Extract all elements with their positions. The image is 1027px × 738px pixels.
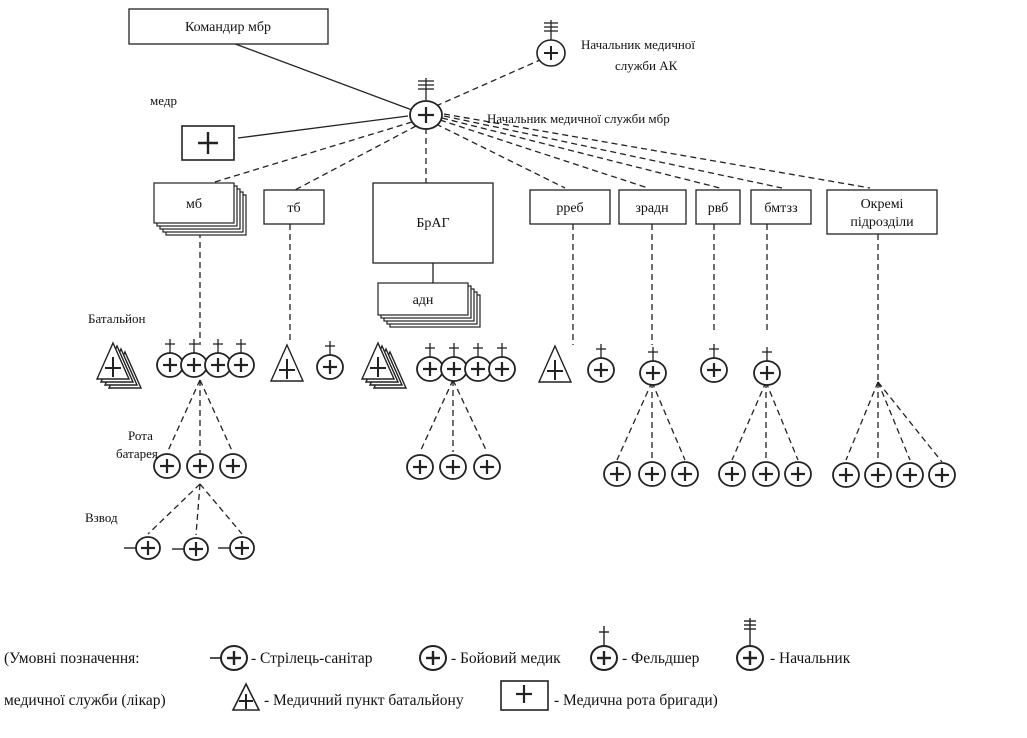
rvb-label: рвб [708, 201, 729, 216]
okremi-label-line1: Окремі [861, 197, 904, 212]
paramedic-icon [753, 347, 781, 386]
line-medr-to-head [237, 115, 409, 139]
rifleman-icon [218, 536, 255, 560]
head-mbr-node [409, 78, 443, 130]
chief-icon [735, 616, 765, 676]
line-commander-to-head [229, 41, 413, 111]
paramedic-icon [156, 339, 184, 378]
legend: (Умовні позначення: - Стрілець-санітар -… [4, 618, 1022, 720]
organization-diagram: Командир мбр Начальник медичної служби А… [85, 8, 956, 561]
head-ak-label-line1: Начальник медичної [581, 37, 695, 52]
rifleman-icon [124, 536, 161, 560]
rvb-box: рвб [695, 189, 741, 225]
brigade-company-icon [500, 680, 550, 712]
battalion-level-label: Батальйон [88, 311, 145, 326]
commander-label: Командир мбр [185, 20, 271, 35]
dashed-lines [147, 59, 943, 536]
combat-medic-icon [864, 462, 892, 488]
combat-medic-icon [928, 462, 956, 488]
paramedic-icon [227, 339, 255, 378]
platoon-level-label: Взвод [85, 510, 118, 525]
combat-medic-icon [439, 454, 467, 480]
head-ak-label-line2: служби АК [615, 58, 678, 73]
battalion-medical-point-icon [537, 344, 573, 383]
combat-medic-icon [153, 453, 181, 479]
zradn-label: зрадн [635, 201, 669, 216]
paramedic-icon [316, 341, 344, 380]
legend-paramedic-text: - Фельдшер [622, 650, 700, 667]
battalion-medical-point-icon [95, 341, 143, 389]
paramedic-icon [416, 343, 444, 382]
combat-medic-icon [406, 454, 434, 480]
mb-label: мб [186, 197, 202, 212]
combat-medic-icon [473, 454, 501, 480]
combat-medic-icon [718, 461, 746, 487]
paramedic-icon [204, 339, 232, 378]
head-mbr-label: Начальник медичної служби мбр [487, 111, 670, 126]
brag-label: БрАГ [416, 216, 449, 231]
adn-box [377, 282, 481, 328]
mb-box [153, 182, 247, 236]
paramedic-icon [639, 347, 667, 386]
combat-medic-icon [896, 462, 924, 488]
paramedic-icon [464, 343, 492, 382]
paramedic-icon [589, 624, 619, 676]
paramedic-icon [587, 344, 615, 383]
paramedic-icon [180, 339, 208, 378]
legend-open: (Умовні позначення: [4, 650, 140, 667]
medr-label: медр [150, 93, 177, 108]
combat-medic-icon [186, 453, 214, 479]
battalion-point-icon [231, 682, 261, 712]
commander-box: Командир мбр [128, 8, 329, 45]
adn-label: адн [413, 293, 434, 308]
combat-medic-icon [638, 461, 666, 487]
combat-medic-icon [418, 636, 448, 676]
company-level-label-line2: батарея [116, 446, 158, 461]
paramedic-icon [488, 343, 516, 382]
legend-combat-medic-text: - Бойовий медик [451, 650, 561, 667]
paramedic-icon [440, 343, 468, 382]
brag-box: БрАГ [372, 182, 494, 264]
rreb-label: рреб [556, 201, 583, 216]
combat-medic-icon [784, 461, 812, 487]
combat-medic-icon [671, 461, 699, 487]
rreb-box: рреб [529, 189, 611, 225]
paramedic-icon [700, 344, 728, 383]
okremi-box: Окремі підрозділи [826, 189, 938, 235]
combat-medic-icon [219, 453, 247, 479]
legend-chief-text-2: медичної служби (лікар) [4, 692, 166, 709]
legend-battalion-point-text: - Медичний пункт батальйону [264, 692, 464, 709]
combat-medic-icon [752, 461, 780, 487]
tb-label: тб [287, 201, 300, 216]
rifleman-icon [172, 537, 209, 561]
head-ak-node [536, 20, 566, 67]
battalion-medical-point-icon [360, 341, 408, 389]
legend-brigade-company-text: - Медична рота бригади) [554, 692, 718, 709]
legend-rifleman-text: - Стрілець-санітар [251, 650, 373, 667]
medical-symbols [95, 339, 956, 561]
battalion-medical-point-icon [269, 343, 305, 382]
connector-lines [229, 41, 413, 139]
tb-box: тб [263, 189, 325, 225]
medical-company-icon [181, 125, 235, 161]
okremi-label-line2: підрозділи [850, 215, 914, 230]
company-level-label-line1: Рота [128, 428, 153, 443]
combat-medic-icon [603, 461, 631, 487]
legend-chief-text-1: - Начальник [770, 650, 851, 667]
rifleman-icon [209, 636, 249, 676]
bmtzz-label: бмтзз [764, 201, 798, 216]
zradn-box: зрадн [618, 189, 687, 225]
combat-medic-icon [832, 462, 860, 488]
bmtzz-box: бмтзз [750, 189, 812, 225]
